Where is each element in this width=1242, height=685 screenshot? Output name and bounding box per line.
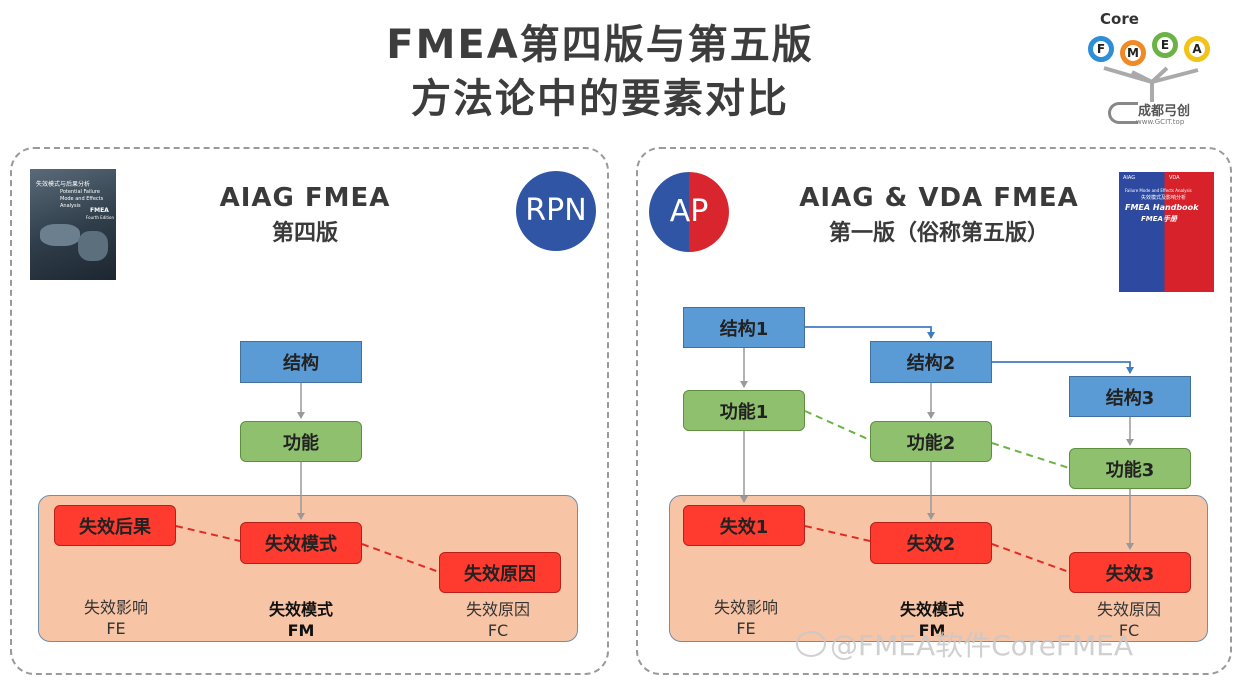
left-label-fe: 失效影响 FE — [60, 597, 172, 639]
left-label-fm: 失效模式 FM — [245, 599, 357, 641]
book-aiag: AIAG — [1123, 175, 1136, 181]
right-function-1: 功能1 — [683, 390, 805, 431]
right-subheading: 第一版（俗称第五版） — [828, 221, 1049, 246]
right-structure-3: 结构3 — [1069, 376, 1191, 417]
book-cn-title: 失效模式及影响分析 — [1141, 195, 1187, 201]
right-failure-2: 失效2 — [870, 522, 992, 564]
corefmea-logo: Core F M E A 成都弓创 www.GCIT.top — [1082, 8, 1222, 130]
left-structure-node: 结构 — [240, 341, 362, 383]
link-s1-s2 — [805, 326, 935, 339]
book-cn-title: 失效模式与后果分析 — [36, 181, 91, 188]
label-abbr: FE — [106, 619, 126, 638]
label-abbr: FC — [1118, 621, 1140, 640]
right-function-3: 功能3 — [1069, 448, 1191, 489]
left-function-node: 功能 — [240, 421, 362, 462]
label-abbr: FE — [736, 619, 756, 638]
watermark: @FMEA软件CoreFMEA — [796, 624, 1133, 664]
right-label-fe: 失效影响 FE — [690, 597, 802, 639]
left-heading: AIAG FMEA — [219, 183, 391, 213]
logo-core-text: Core — [1100, 10, 1139, 28]
book-handbook: FMEA Handbook — [1125, 203, 1199, 212]
world-map-icon-2 — [78, 231, 108, 261]
label-abbr: FM — [918, 621, 946, 640]
label-abbr: FC — [487, 621, 509, 640]
link-effect-mode — [175, 525, 241, 542]
book-edition: Fourth Edition — [86, 215, 114, 220]
right-heading: AIAG & VDA FMEA — [799, 183, 1079, 213]
label-name: 失效模式 — [268, 600, 333, 619]
weibo-icon — [796, 631, 826, 657]
logo-gc-icon — [1108, 102, 1138, 124]
link-f1-f2 — [804, 410, 871, 441]
right-failure-3: 失效3 — [1069, 552, 1191, 593]
book-vda: VDA — [1169, 175, 1180, 181]
left-label-fc: 失效原因 FC — [442, 599, 554, 641]
label-name: 失效影响 — [83, 598, 148, 617]
world-map-icon — [40, 224, 80, 246]
watermark-text: @FMEA软件CoreFMEA — [830, 629, 1134, 662]
logo-brand: 成都弓创 — [1138, 104, 1191, 119]
logo-url: www.GCIT.top — [1136, 118, 1185, 126]
link-mode-cause — [361, 543, 440, 573]
label-name: 失效原因 — [465, 600, 530, 619]
book-en-title: Failure Mode and Effects Analysis — [1125, 188, 1192, 193]
label-name: 失效模式 — [899, 600, 964, 619]
link-x1-x2 — [804, 525, 871, 542]
aiag-vda-book-cover: AIAG VDA Failure Mode and Effects Analys… — [1119, 172, 1214, 292]
ap-badge: AP — [649, 172, 729, 252]
link-x2-x3 — [991, 543, 1070, 573]
label-name: 失效原因 — [1096, 600, 1161, 619]
logo-gear-f: F — [1088, 36, 1114, 62]
logo-gear-m: M — [1120, 40, 1146, 66]
right-structure-1: 结构1 — [683, 307, 805, 348]
right-label-fc: 失效原因 FC — [1073, 599, 1185, 641]
label-name: 失效影响 — [713, 598, 778, 617]
right-structure-2: 结构2 — [870, 341, 992, 383]
title-line-2: 方法论中的要素对比 — [411, 76, 789, 122]
link-s2-s3 — [992, 361, 1134, 374]
left-subheading: 第四版 — [271, 221, 338, 246]
right-function-2: 功能2 — [870, 421, 992, 462]
book-en-title: Potential Failure Mode and Effects Analy… — [60, 189, 104, 209]
book-fmea: FMEA — [90, 207, 109, 214]
right-panel-aiag-vda — [636, 147, 1232, 675]
left-failure-effect-node: 失效后果 — [54, 505, 176, 546]
link-f2-f3 — [991, 442, 1070, 469]
label-abbr: FM — [287, 621, 315, 640]
logo-tree-icon — [1103, 66, 1199, 102]
left-failure-mode-node: 失效模式 — [240, 522, 362, 564]
left-failure-cause-node: 失效原因 — [439, 552, 561, 593]
logo-gear-e: E — [1152, 32, 1178, 58]
aiag-4th-book-cover: 失效模式与后果分析 Potential Failure Mode and Eff… — [30, 169, 116, 280]
right-failure-1: 失效1 — [683, 505, 805, 546]
title-line-1: FMEA第四版与第五版 — [386, 22, 814, 68]
logo-gear-a: A — [1184, 36, 1210, 62]
right-label-fm: 失效模式 FM — [876, 599, 988, 641]
rpn-badge: RPN — [516, 171, 596, 251]
book-handbook-cn: FMEA手册 — [1141, 215, 1177, 223]
left-panel-aiag-4th — [10, 147, 609, 675]
